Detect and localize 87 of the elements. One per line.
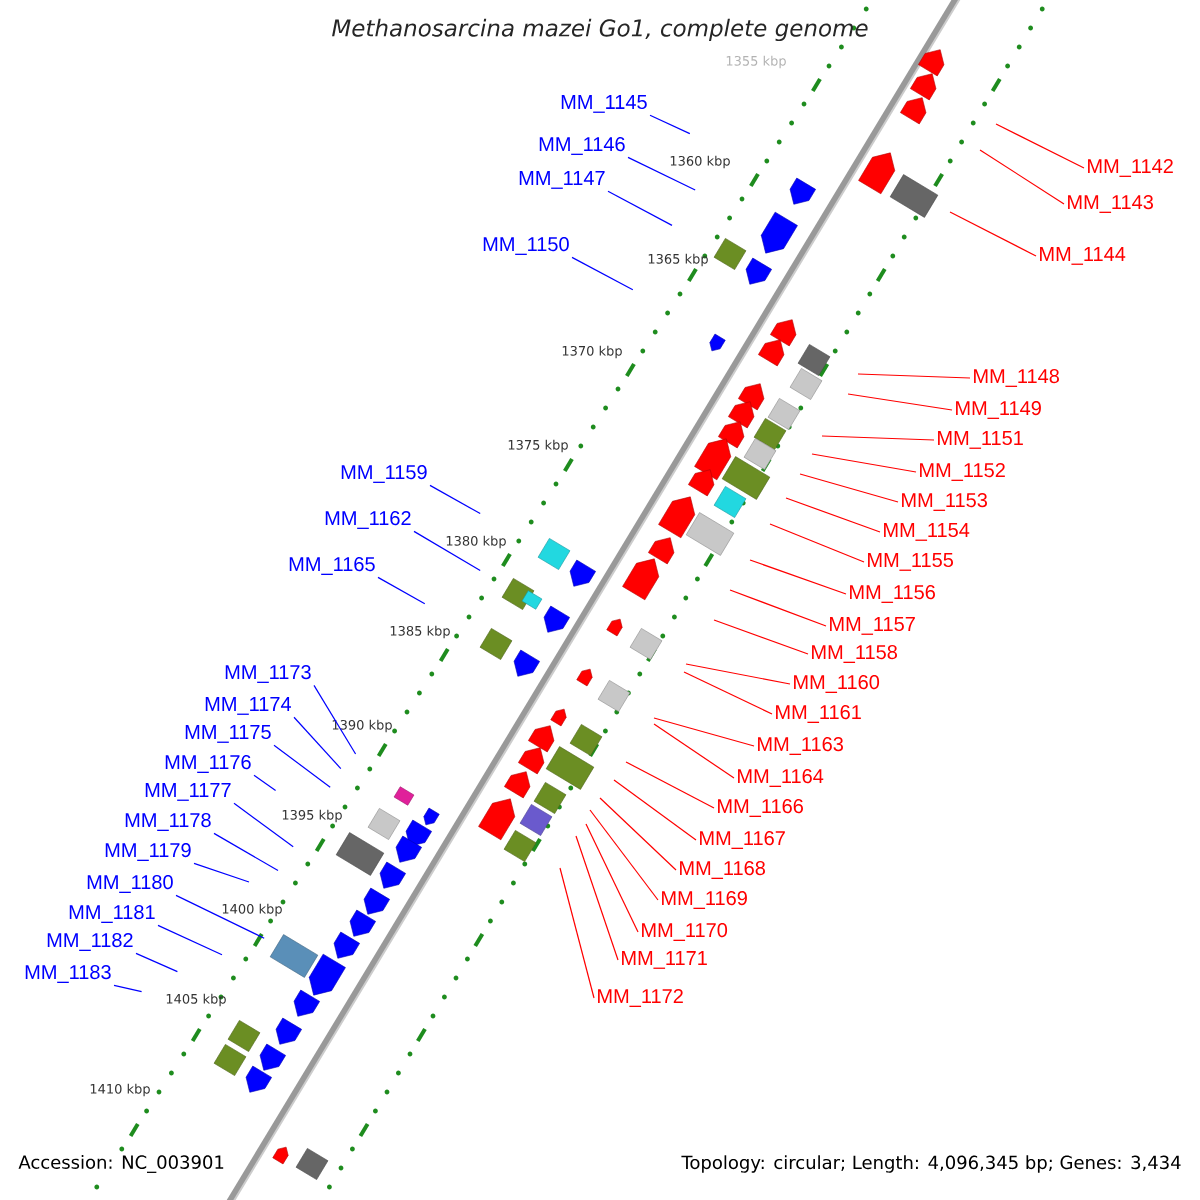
- gene-label: MM_1163: [758, 737, 843, 755]
- gene-label: MM_1180: [87, 875, 173, 893]
- leader-line: [599, 797, 677, 871]
- leader-line: [683, 671, 773, 715]
- gene-label: MM_1144: [1040, 247, 1126, 265]
- gene-label: MM_1154: [884, 523, 970, 541]
- gene-label: MM_1159: [341, 465, 427, 483]
- leader-line: [785, 497, 881, 533]
- leader-line: [193, 862, 250, 883]
- gene-label: MM_1151: [938, 431, 1023, 449]
- leader-line: [769, 523, 865, 563]
- gene-label: MM_1181: [69, 905, 155, 923]
- leader-line: [253, 774, 277, 792]
- leader-line: [157, 924, 223, 956]
- leader-line: [799, 473, 899, 503]
- gene-label: MM_1171: [622, 951, 707, 969]
- leader-line: [857, 373, 971, 379]
- gene-label: MM_1149: [956, 401, 1041, 419]
- gene-label: MM_1152: [920, 463, 1005, 481]
- leader-line: [589, 809, 659, 901]
- gene-label: MM_1146: [539, 137, 625, 155]
- leader-line: [979, 149, 1065, 205]
- leader-line: [273, 744, 331, 788]
- leader-line: [607, 190, 673, 226]
- gene-label: MM_1153: [902, 493, 987, 511]
- leader-line: [113, 984, 143, 993]
- gene-label: MM_1161: [776, 705, 861, 723]
- gene-label: MM_1155: [868, 553, 953, 571]
- leader-line: [625, 761, 715, 809]
- gene-label: MM_1156: [850, 585, 935, 603]
- leader-line: [293, 716, 342, 770]
- gene-label: MM_1176: [165, 755, 251, 773]
- gene-label: MM_1172: [598, 989, 683, 1007]
- leader-line: [377, 576, 426, 605]
- summary-text: Topology: circular; Length: 4,096,345 bp; Genes: 3,434: [681, 1155, 1181, 1173]
- leader-line: [995, 123, 1085, 169]
- gene-label: MM_1173: [225, 665, 311, 683]
- gene-label: MM_1174: [205, 697, 291, 715]
- gene-label: MM_1143: [1068, 195, 1153, 213]
- leader-line: [175, 894, 265, 939]
- leader-line: [213, 832, 279, 872]
- leader-line: [729, 589, 827, 627]
- leader-line: [649, 114, 691, 135]
- gene-label: MM_1178: [125, 813, 211, 831]
- gene-label: MM_1142: [1088, 159, 1173, 177]
- gene-label: MM_1169: [662, 891, 747, 909]
- gene-label: MM_1150: [483, 237, 569, 255]
- leader-line: [811, 453, 917, 473]
- gene-label: MM_1148: [974, 369, 1059, 387]
- gene-label: MM_1158: [812, 645, 897, 663]
- leader-line: [413, 530, 481, 571]
- gene-label: MM_1164: [738, 769, 824, 787]
- leader-line: [313, 684, 357, 755]
- leader-line: [821, 435, 935, 441]
- gene-label: MM_1147: [519, 171, 605, 189]
- gene-label: MM_1170: [642, 923, 728, 941]
- leader-line: [713, 619, 809, 655]
- leader-line: [749, 559, 847, 595]
- leader-line: [585, 823, 639, 933]
- leader-line: [949, 211, 1037, 257]
- gene-label: MM_1177: [145, 783, 231, 801]
- leader-line: [571, 256, 634, 291]
- gene-label: MM_1145: [561, 95, 647, 113]
- leader-line: [135, 952, 178, 973]
- gene-label: MM_1167: [700, 831, 785, 849]
- title: Methanosarcina mazei Go1, complete genome: [332, 18, 868, 42]
- leader-line: [429, 484, 481, 515]
- accession-text: Accession: NC_003901: [16, 1153, 227, 1175]
- leader-line: [613, 779, 697, 841]
- gene-label: MM_1162: [325, 511, 411, 529]
- gene-label: MM_1183: [25, 965, 111, 983]
- leader-line: [233, 802, 294, 848]
- leader-line: [627, 156, 696, 191]
- gene-label: MM_1168: [680, 861, 765, 879]
- gene-label: MM_1179: [105, 843, 191, 861]
- leader-line: [653, 723, 735, 779]
- leader-line: [575, 835, 619, 961]
- gene-label: MM_1165: [289, 557, 375, 575]
- leader-line: [685, 663, 791, 685]
- gene-label: MM_1175: [185, 725, 271, 743]
- gene-label: MM_1182: [47, 933, 133, 951]
- gene-label: MM_1157: [830, 617, 915, 635]
- leader-line: [847, 393, 953, 411]
- gene-label: MM_1160: [794, 675, 880, 693]
- leader-line: [653, 717, 755, 747]
- leader-line: [559, 867, 595, 999]
- gene-label: MM_1166: [718, 799, 803, 817]
